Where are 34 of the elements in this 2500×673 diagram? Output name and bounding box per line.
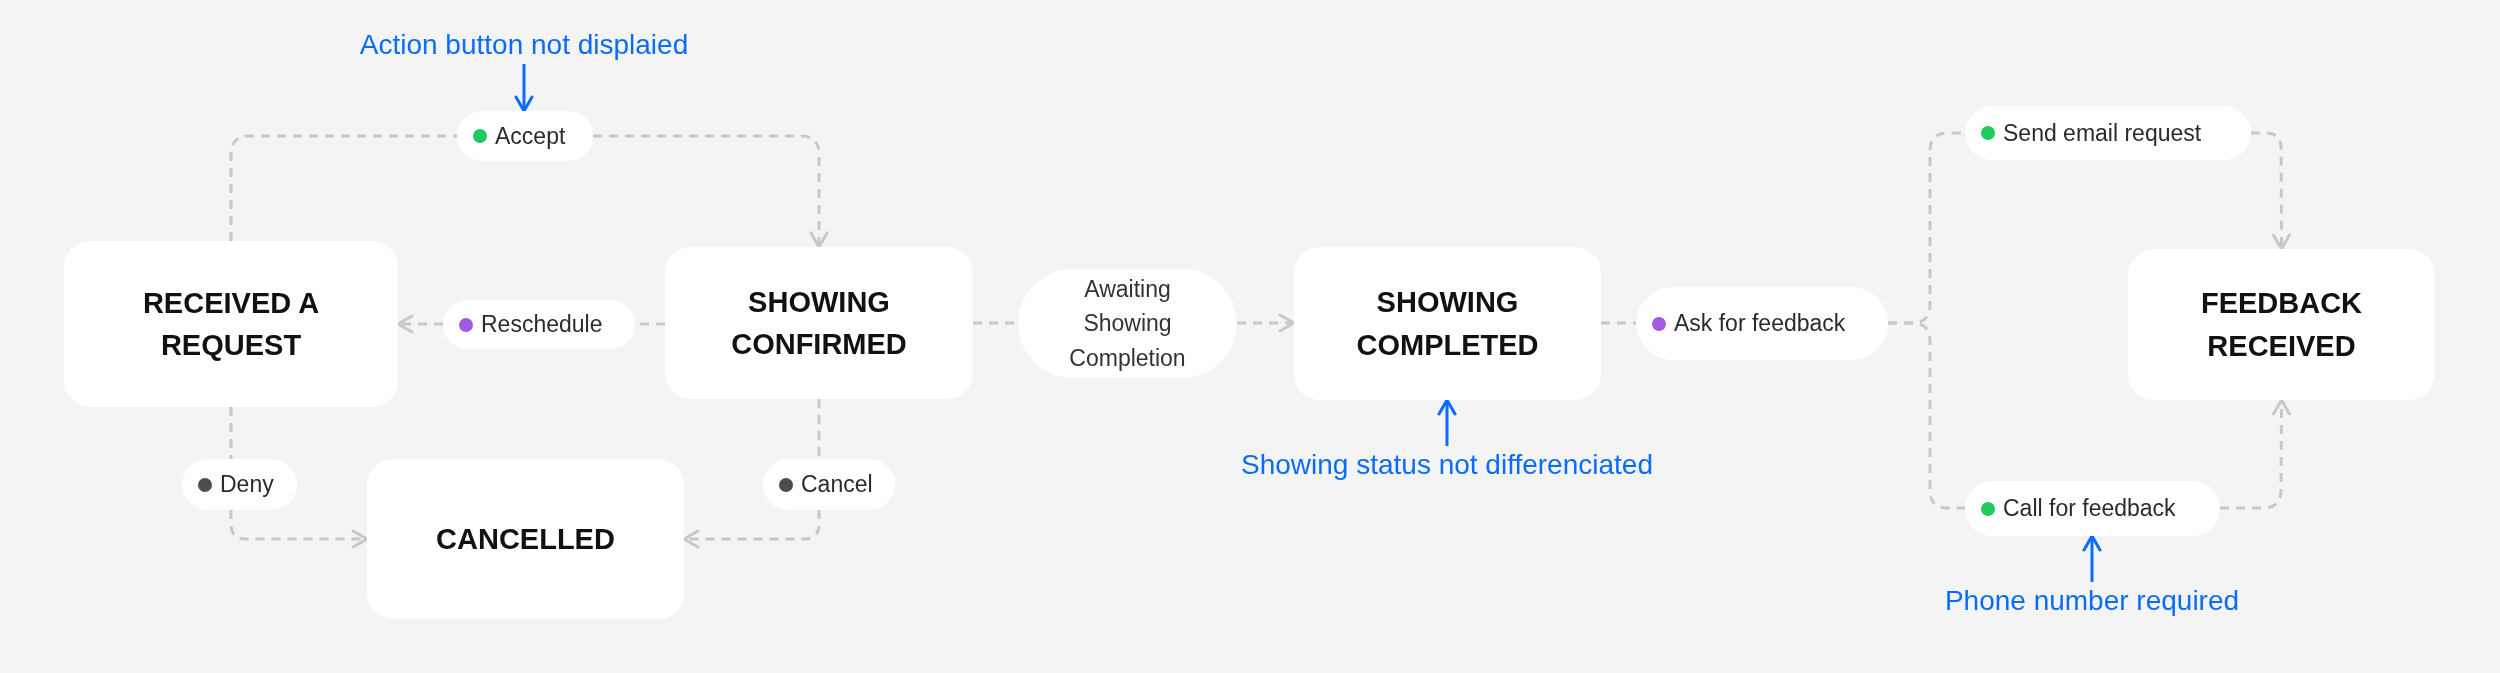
action-label: Accept [495,121,566,151]
action-pill [457,111,593,161]
state-box: SHOWING CONFIRMED [665,247,973,399]
annotation-text: Phone number required [1942,582,2242,620]
dashed-connector [593,134,829,249]
action-pill [182,459,297,510]
action-label: Cancel [801,470,873,500]
annotation-arrow [1437,398,1457,446]
action-pill [763,459,895,510]
dashed-connector [229,407,233,459]
dashed-connector [2220,398,2291,510]
annotation-arrow [2082,534,2102,582]
annotation-arrow [514,64,534,113]
action-label: Send email request [2003,118,2202,148]
dashed-connector [229,134,457,241]
dashed-connector [682,510,821,549]
dashed-connector [1237,313,1296,333]
dashed-connector [1601,321,1636,325]
action-label: Ask for feedback [1674,309,1846,339]
state-box: SHOWING COMPLETED [1294,247,1601,400]
annotation-text: Showing status not differenciated [1197,446,1697,484]
state-box: CANCELLED [367,459,684,619]
dashed-connector [229,510,369,549]
action-label: Deny [220,470,274,500]
state-box: FEEDBACK RECEIVED [2128,249,2435,400]
dashed-connector [2251,131,2291,251]
action-pill [443,300,635,349]
action-label: Reschedule [481,310,603,340]
dashed-connector [817,399,821,459]
action-label: Call for feedback [2003,494,2176,524]
state-box: RECEIVED A REQUEST [64,241,398,407]
dashed-connector [1888,321,1965,510]
annotation-text: Action button not displaied [324,26,724,64]
dashed-connector [396,314,443,334]
